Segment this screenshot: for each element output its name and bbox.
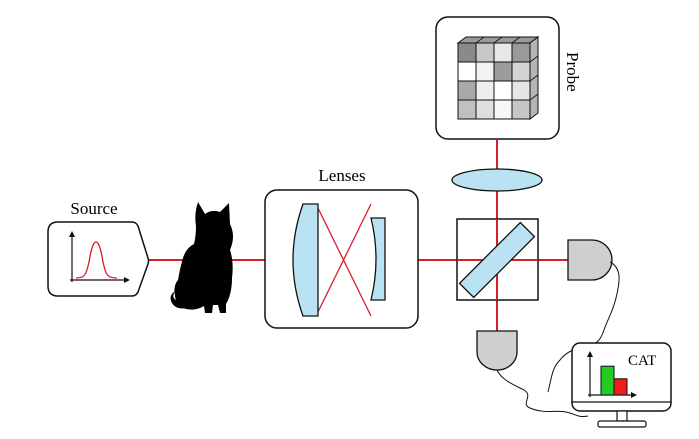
probe-cell: [475, 80, 495, 101]
monitor-bar-red: [613, 378, 628, 396]
cable-bottom: [496, 369, 589, 417]
cube-grid-icon: [456, 36, 540, 120]
lens-rays: [315, 203, 372, 317]
monitor-bar-green: [600, 365, 615, 396]
concave-lens-icon: [370, 217, 386, 301]
probe-cell: [475, 61, 495, 82]
probe-cell: [457, 42, 477, 63]
probe-label: Probe: [563, 52, 582, 92]
beam-splitter-icon: [458, 221, 536, 299]
probe-cell: [493, 42, 513, 63]
probe-cell: [511, 42, 531, 63]
probe-cell: [457, 80, 477, 101]
source-unit: [47, 221, 150, 297]
monitor-label: CAT: [628, 353, 656, 369]
monitor-stand: [616, 410, 628, 422]
detector-icon: [567, 239, 613, 281]
probe-cell: [511, 61, 531, 82]
black-cat-icon: [170, 202, 233, 313]
probe-cell: [493, 61, 513, 82]
probe-cell: [493, 99, 513, 120]
gaussian-plot-icon: [69, 231, 130, 283]
source-box: [47, 221, 150, 297]
convex-lens-icon: [292, 203, 319, 317]
probe-cell: [457, 99, 477, 120]
monitor-base: [597, 420, 647, 428]
probe-cell: [493, 80, 513, 101]
monitor-bar-chart: [600, 365, 628, 396]
probe-cell: [511, 80, 531, 101]
source-label: Source: [70, 199, 117, 218]
lenses-label: Lenses: [318, 166, 365, 185]
probe-lens: [451, 168, 543, 192]
lower-detector-icon: [476, 330, 518, 371]
probe-cell: [475, 42, 495, 63]
probe-cell: [475, 99, 495, 120]
lenses-box: [264, 189, 419, 329]
monitor-icon: CAT: [571, 342, 672, 428]
probe-cell: [511, 99, 531, 120]
probe-cell: [457, 61, 477, 82]
cable-right: [547, 261, 620, 393]
